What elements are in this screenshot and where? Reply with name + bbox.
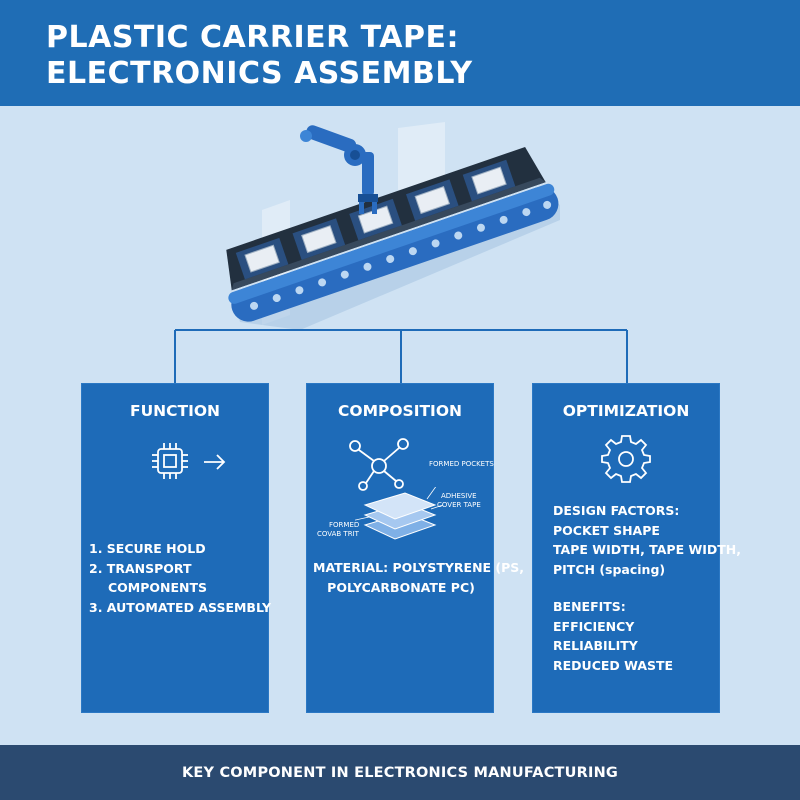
function-item-3: 3. AUTOMATED ASSEMBLY — [89, 599, 272, 615]
footer-banner: KEY COMPONENT IN ELECTRONICS MANUFACTURI… — [0, 745, 800, 800]
benefit-item-1: EFFICIENCY — [553, 618, 635, 634]
layers-icon — [355, 487, 444, 540]
connector-lines — [174, 329, 628, 384]
composition-title: COMPOSITION — [338, 402, 462, 420]
gear-icon — [601, 435, 651, 483]
left-label-line1: FORMED — [329, 521, 360, 529]
function-item-1: 1. SECURE HOLD — [89, 541, 206, 556]
optimization-panel: OPTIMIZATION DESIGN FACTORS: POCKET SHAP… — [532, 383, 741, 713]
material-line-2: POLYCARBONATE PC) — [327, 579, 475, 595]
adhesive-label-line1: ADHESIVE — [441, 492, 477, 500]
page-title: PLASTIC CARRIER TAPE: ELECTRONICS ASSEMB… — [46, 20, 473, 92]
function-list: 1. SECURE HOLD 2. TRANSPORT COMPONENTS 3… — [89, 539, 271, 617]
design-item-1: POCKET SHAPE — [553, 522, 660, 538]
benefit-item-2: RELIABILITY — [553, 638, 638, 653]
function-panel: FUNCTION 1. SECURE HOLD 2. TRANSPORT COM… — [81, 383, 271, 713]
material-line-1: MATERIAL: POLYSTYRENE (PS, — [313, 560, 525, 575]
material-text: MATERIAL: POLYSTYRENE (PS, POLYCARBONATE… — [313, 558, 525, 597]
title-line-1: PLASTIC CARRIER TAPE: — [46, 20, 459, 55]
header-banner: PLASTIC CARRIER TAPE: ELECTRONICS ASSEMB… — [0, 0, 800, 106]
design-factors-heading: DESIGN FACTORS: — [553, 503, 680, 518]
adhesive-label-line2: COVER TAPE — [437, 501, 481, 509]
conveyor-illustration — [226, 122, 560, 330]
optimization-title: OPTIMIZATION — [562, 402, 690, 420]
chip-icon — [152, 443, 188, 479]
design-item-2: TAPE WIDTH, TAPE WIDTH, — [553, 542, 742, 557]
footer-text: KEY COMPONENT IN ELECTRONICS MANUFACTURI… — [181, 764, 619, 781]
function-item-2: 2. TRANSPORT — [89, 560, 192, 576]
design-factors-block: DESIGN FACTORS: POCKET SHAPE TAPE WIDTH,… — [553, 501, 741, 579]
design-item-3: PITCH (spacing) — [553, 561, 666, 577]
benefits-block: BENEFITS: EFFICIENCY RELIABILITY REDUCED… — [553, 597, 673, 675]
composition-panel: COMPOSITION FORMED POCKETS ADHESIVE COVE… — [306, 383, 525, 713]
molecule-icon — [349, 438, 409, 491]
function-item-2-cont: COMPONENTS — [108, 580, 208, 595]
formed-pockets-label: FORMED POCKETS — [429, 460, 494, 468]
benefit-item-3: REDUCED WASTE — [553, 657, 674, 673]
title-line-2: ELECTRONICS ASSEMBLY — [46, 56, 473, 91]
benefits-heading: BENEFITS: — [553, 599, 626, 614]
function-title: FUNCTION — [129, 402, 220, 420]
left-label-line2: COVAB TRIT — [317, 530, 359, 538]
arrow-right-icon — [204, 454, 226, 470]
